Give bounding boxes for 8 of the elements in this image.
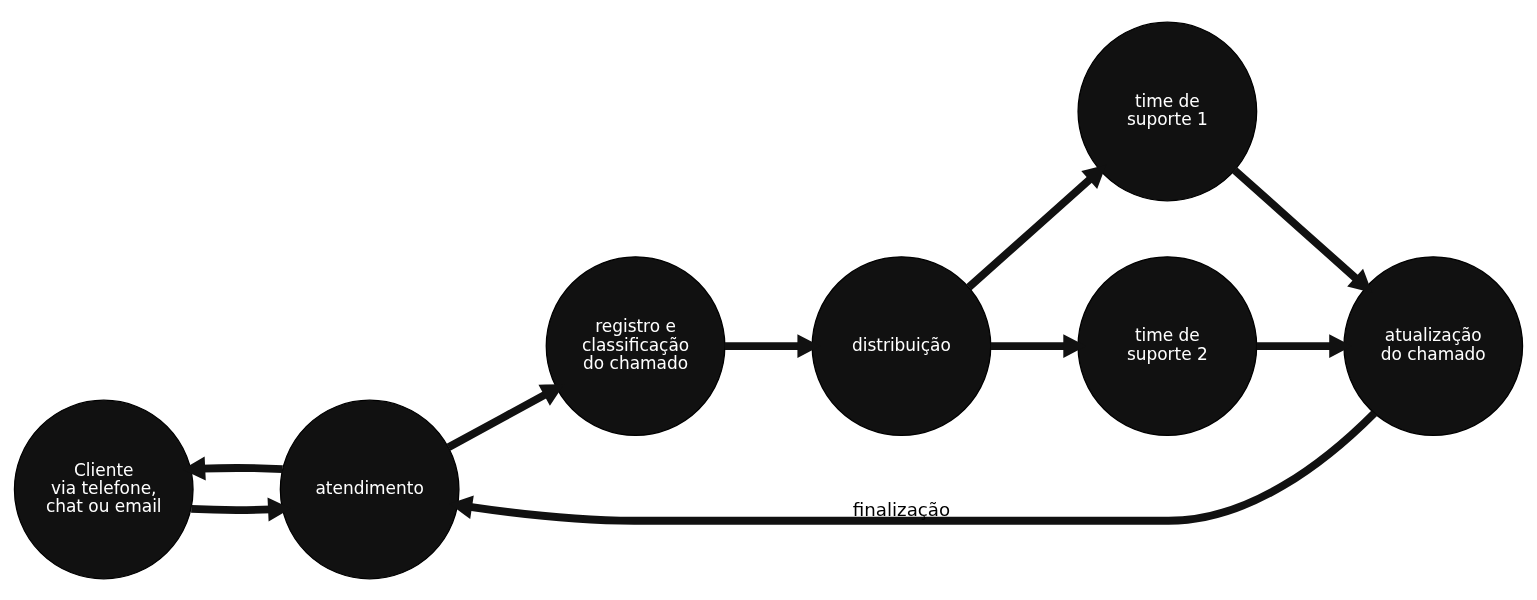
node-circle: atualização do chamado xyxy=(1343,255,1524,436)
node-circle: atendimento xyxy=(279,399,460,579)
node-circle: time de suporte 2 xyxy=(1077,255,1258,436)
node-circle: registro e classificação do chamado xyxy=(545,255,726,436)
node-circle: distribuição xyxy=(811,255,992,436)
node-circle: time de suporte 1 xyxy=(1077,21,1258,201)
edge-label: finalização xyxy=(852,498,951,520)
node-circle: Cliente via telefone, chat ou email xyxy=(13,399,194,579)
